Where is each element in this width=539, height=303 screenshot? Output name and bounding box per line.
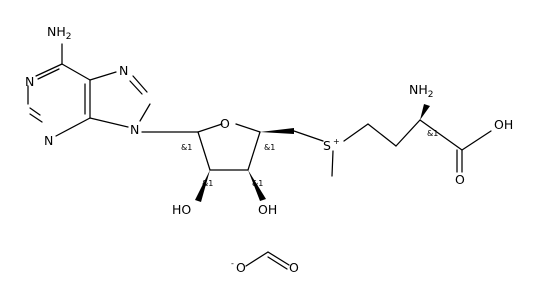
wedge-bonds xyxy=(195,104,430,202)
atom-ho-left: HO xyxy=(172,202,191,217)
atom-oh-right: OH xyxy=(258,202,277,217)
formate-bonds xyxy=(245,251,290,270)
atom-n1: N xyxy=(25,74,34,89)
stereo-label: &1 xyxy=(202,179,213,188)
atom-sulfonium: S xyxy=(323,138,331,153)
formate-charge: - xyxy=(231,259,234,268)
amine-nh2-right: NH2 xyxy=(409,82,433,100)
stereo-label: &1 xyxy=(427,129,438,138)
stereo-label: &1 xyxy=(181,143,192,152)
atom-acid-o: O xyxy=(455,172,465,187)
atom-formate-o: O xyxy=(289,260,299,275)
atom-ring-oxygen: O xyxy=(220,116,230,131)
methionine-chain xyxy=(293,119,492,177)
stereo-label: &1 xyxy=(252,179,263,188)
stereo-label: &1 xyxy=(264,143,275,152)
atom-n3: N xyxy=(44,133,53,148)
atom-n9: N xyxy=(130,122,139,137)
atom-formate-o-minus: O xyxy=(236,260,246,275)
pyrimidine-ring xyxy=(27,43,91,137)
stereo-labels: &1 &1 &1 &1 &1 xyxy=(181,129,438,188)
atom-labels: NH2 N N N N O S + NH2 OH O HO OH O - O xyxy=(25,24,513,275)
amine-nh2-top: NH2 xyxy=(47,24,71,42)
ribose-ring xyxy=(141,123,261,171)
sulfonium-charge: + xyxy=(333,137,340,146)
atom-n7: N xyxy=(119,63,128,78)
imidazole-ring xyxy=(89,71,151,128)
atom-acid-oh: OH xyxy=(494,117,513,132)
